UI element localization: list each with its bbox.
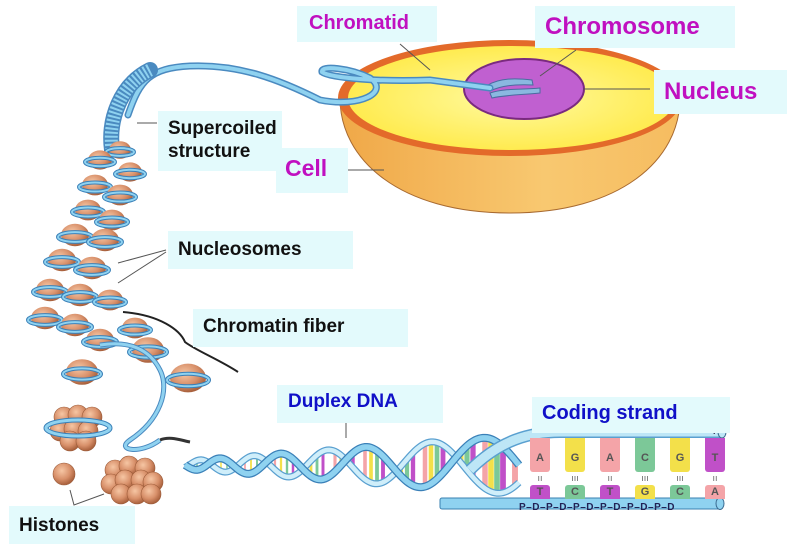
base-top: T	[705, 438, 725, 472]
sugar-phosphate-backbone-text: P–D–P–D–P–D–P–D–P–D–P–D	[519, 502, 676, 513]
nucleosome	[102, 184, 138, 206]
leader-lines	[69, 43, 650, 506]
hydrogen-bond: ııı	[676, 473, 684, 483]
chromatin-strand-highlight	[126, 63, 492, 117]
label-supercoiled-structure: Supercoiled structure	[158, 111, 282, 171]
hydrogen-bond: ıı	[537, 473, 543, 483]
histone-octamer	[43, 404, 113, 452]
nucleosome	[43, 248, 81, 272]
chromosome	[487, 78, 541, 99]
base-top: A	[530, 438, 550, 472]
nucleosome	[165, 363, 211, 393]
base-top: G	[670, 438, 690, 472]
nucleosome	[113, 162, 147, 182]
nucleosome	[127, 337, 169, 363]
beads-on-string	[99, 341, 191, 452]
label-supercoiled-line2: structure	[168, 140, 251, 162]
label-chromatin-fiber: Chromatin fiber	[193, 309, 408, 347]
base-top: A	[600, 438, 620, 472]
base-bottom: C	[670, 485, 690, 499]
label-histones: Histones	[9, 506, 135, 544]
hydrogen-bond: ııı	[641, 473, 649, 483]
label-supercoiled-line1: Supercoiled	[168, 118, 277, 139]
nucleosome	[83, 150, 117, 170]
nucleosome	[61, 359, 103, 385]
base-bottom: T	[530, 485, 550, 499]
nucleosome	[56, 313, 94, 337]
nucleosome	[77, 174, 113, 196]
nucleosome	[26, 306, 64, 330]
label-chromatid: Chromatid	[297, 6, 437, 42]
label-nucleus: Nucleus	[654, 70, 787, 114]
nucleosome	[117, 317, 153, 339]
label-chromosome: Chromosome	[535, 6, 735, 48]
base-top: C	[635, 438, 655, 472]
hydrogen-bond: ıı	[712, 473, 718, 483]
chromatin-fiber-bracket	[122, 311, 239, 373]
nucleosome	[73, 256, 111, 280]
label-duplex-dna: Duplex DNA	[277, 385, 443, 423]
base-bottom: A	[705, 485, 725, 499]
base-bottom: C	[565, 485, 585, 499]
nucleosome	[94, 209, 130, 231]
supercoiled-structure	[103, 62, 158, 158]
hydrogen-bond: ıı	[607, 473, 613, 483]
nucleosome	[86, 228, 124, 252]
nucleosome	[61, 283, 99, 307]
label-coding-strand: Coding strand	[532, 397, 730, 433]
cell	[338, 40, 682, 214]
hydrogen-bond: ııı	[571, 473, 579, 483]
nucleosome-cluster	[26, 141, 211, 393]
base-top: G	[565, 438, 585, 472]
label-nucleosomes: Nucleosomes	[168, 231, 353, 269]
base-bottom: T	[600, 485, 620, 499]
duplex-dna-helix	[182, 433, 523, 497]
nucleosome	[92, 289, 128, 311]
label-cell: Cell	[276, 148, 348, 193]
base-bottom: G	[635, 485, 655, 499]
histone-proteins	[43, 404, 164, 505]
histone-single	[52, 462, 76, 486]
histone-octamer	[100, 455, 164, 505]
